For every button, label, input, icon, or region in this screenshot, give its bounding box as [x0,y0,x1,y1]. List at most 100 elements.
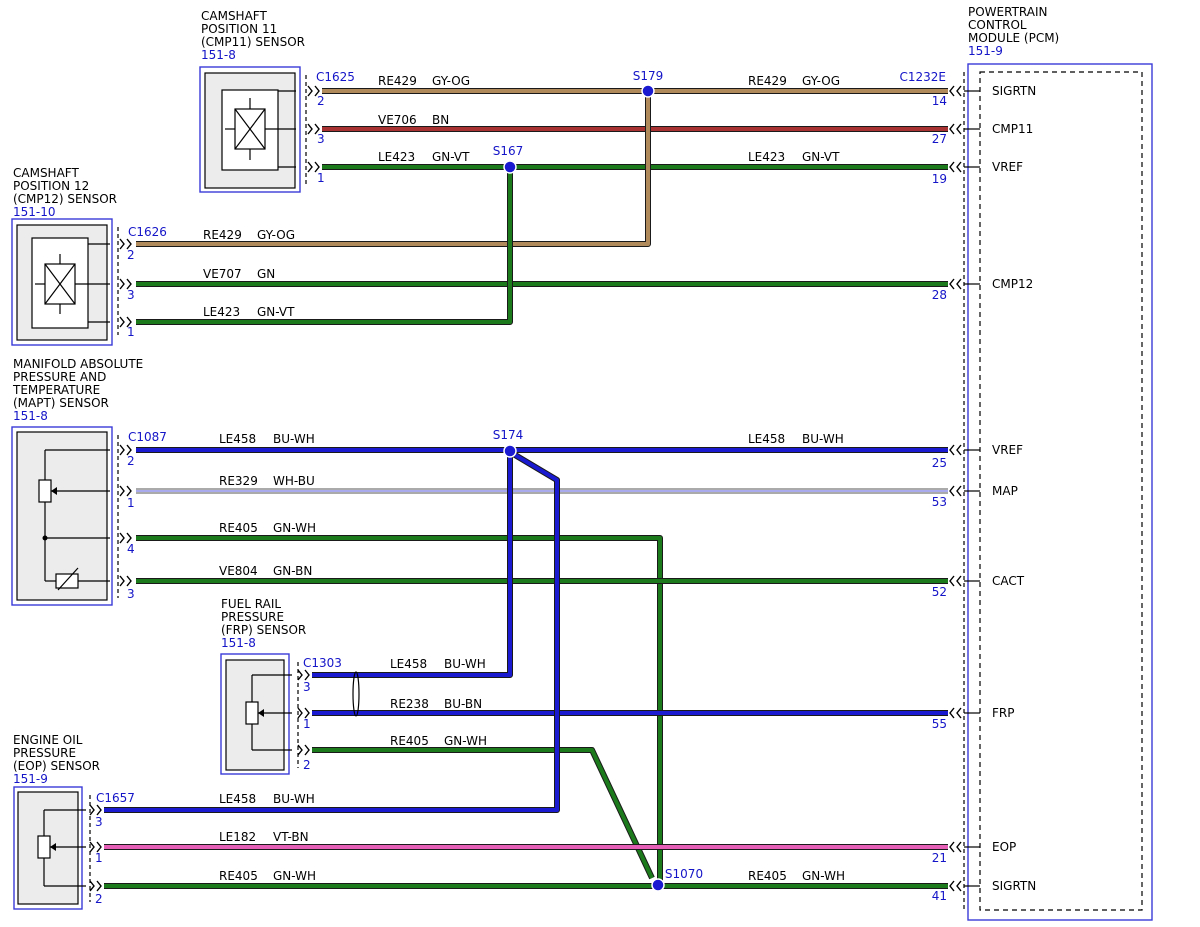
frp-pin-arrow-b [304,669,310,681]
eop-pin-number: 2 [95,892,103,906]
wire-label-re405-a-circuit: RE405 [219,521,258,535]
wire-label-ve804-circuit: VE804 [219,564,258,578]
pcm-pin-number: 27 [932,132,947,146]
cmp12-title-line: POSITION 12 [13,179,89,193]
mapt-title-line: (MAPT) SENSOR [13,396,109,410]
frp-pin-number: 3 [303,680,311,694]
pcm-pin-arrow-b [949,85,955,97]
eop-element [37,835,51,859]
pcm-pin-arrow [956,444,962,456]
frp-title-line: FUEL RAIL [221,597,281,611]
pcm-pin-number: 19 [932,172,947,186]
pcm-pin-arrow-b [949,444,955,456]
connector-c1232e: C1232E [900,70,947,84]
pcm-inner [979,71,1143,911]
splice-s174 [503,444,517,458]
wire-label-le423-c-color: GN-VT [257,305,295,319]
wire-label-ve804-color: GN-BN [273,564,312,578]
wire-label-re405-b-color: GN-WH [444,734,487,748]
pcm-pin-arrow [956,880,962,892]
eop-title-line: ENGINE OIL [13,733,83,747]
pcm-pin-arrow [956,161,962,173]
wire-label-le458-d-circuit: LE458 [219,792,256,806]
mapt-pin-number: 1 [127,496,135,510]
eop-title-line: PRESSURE [13,746,76,760]
splice-label-s167: S167 [493,144,524,158]
wire-label-re238-circuit: RE238 [390,697,429,711]
wire-label-le458-a-color: BU-WH [273,432,315,446]
wire-label-re429-a-circuit: RE429 [378,74,417,88]
wire-label-le458-c-circuit: LE458 [390,657,427,671]
pcm-pin-name: VREF [992,160,1023,174]
pcm-pin-arrow-b [949,841,955,853]
frp-outline [220,653,290,775]
pcm-pin-name: CMP11 [992,122,1033,136]
cmp11-ref: 151-8 [201,48,236,62]
cmp12-pin-arrow-b [126,278,132,290]
wire-label-le458-d-color: BU-WH [273,792,315,806]
cmp12-pin-arrow-b [126,316,132,328]
mapt-pressure-element [38,479,52,503]
frp-pin-arrow-b [304,744,310,756]
wire-le458-eop [104,450,559,812]
splice-s1070 [651,878,665,892]
cmp11-pin-arrow-b [314,123,320,135]
pcm-pin-arrow-b [949,575,955,587]
wire-label-le423-a-color: GN-VT [432,150,470,164]
wire-label-re329-color: WH-BU [273,474,315,488]
mapt-pin-number: 3 [127,587,135,601]
cmp11-outline [199,66,301,193]
wire-label-le458-c-color: BU-WH [444,657,486,671]
pcm-title-line: POWERTRAIN [968,5,1048,19]
wire-label-le182-color: VT-BN [273,830,309,844]
pcm-pin-number: 52 [932,585,947,599]
eop-pin-number: 1 [95,851,103,865]
wire-label-re429-c-circuit: RE429 [203,228,242,242]
pcm-pin-arrow [956,123,962,135]
cmp11-pin-arrow-b [314,161,320,173]
wire-label-le458-a-circuit: LE458 [219,432,256,446]
frp-title-line: (FRP) SENSOR [221,623,306,637]
pcm-pin-arrow [956,575,962,587]
wire-re405-frp [312,748,654,879]
eop-ref: 151-9 [13,772,48,786]
pcm-pin-arrow-b [949,485,955,497]
wire-label-le458-b-circuit: LE458 [748,432,785,446]
pcm-pin-number: 55 [932,717,947,731]
splice-label-s179: S179 [633,69,664,83]
frp-pin-number: 2 [303,758,311,772]
wire-le458-frp-outline [312,450,513,678]
eop-pin-arrow [89,841,95,853]
frp-pin-arrow-b [304,707,310,719]
pcm-pin-name: SIGRTN [992,879,1036,893]
pcm-pin-name: MAP [992,484,1018,498]
splice-s167 [503,160,517,174]
mapt-wiper-icon [51,487,57,495]
frp-pin-arrow [297,669,303,681]
mapt-title-line: TEMPERATURE [12,383,100,397]
cmp11-title-line: CAMSHAFT [201,9,267,23]
pcm-ref: 151-9 [968,44,1003,58]
twisted-pair-marker [352,671,360,717]
eop-pin-arrow [89,804,95,816]
wire-label-re405-a-color: GN-WH [273,521,316,535]
splice-label-s174: S174 [493,428,524,442]
pcm-pin-arrow-b [949,880,955,892]
cmp11-pin-number: 3 [317,132,325,146]
eop-pin-number: 3 [95,815,103,829]
cmp12-pin-arrow [119,238,125,250]
mapt-pin-arrow-b [126,532,132,544]
connector-c1625: C1625 [316,70,355,84]
wire-label-ve706-circuit: VE706 [378,113,417,127]
pcm-pin-number: 25 [932,456,947,470]
frp-title-line: PRESSURE [221,610,284,624]
pcm-pin-arrow-b [949,123,955,135]
frp-pin-arrow [297,744,303,756]
wire-label-le423-a-circuit: LE423 [378,150,415,164]
mapt-body [16,431,108,601]
wire-label-le423-b-circuit: LE423 [748,150,785,164]
mapt-pin-arrow-b [126,485,132,497]
pcm-pin-number: 14 [932,94,947,108]
frp-ref: 151-8 [221,636,256,650]
cmp12-pin-number: 3 [127,288,135,302]
